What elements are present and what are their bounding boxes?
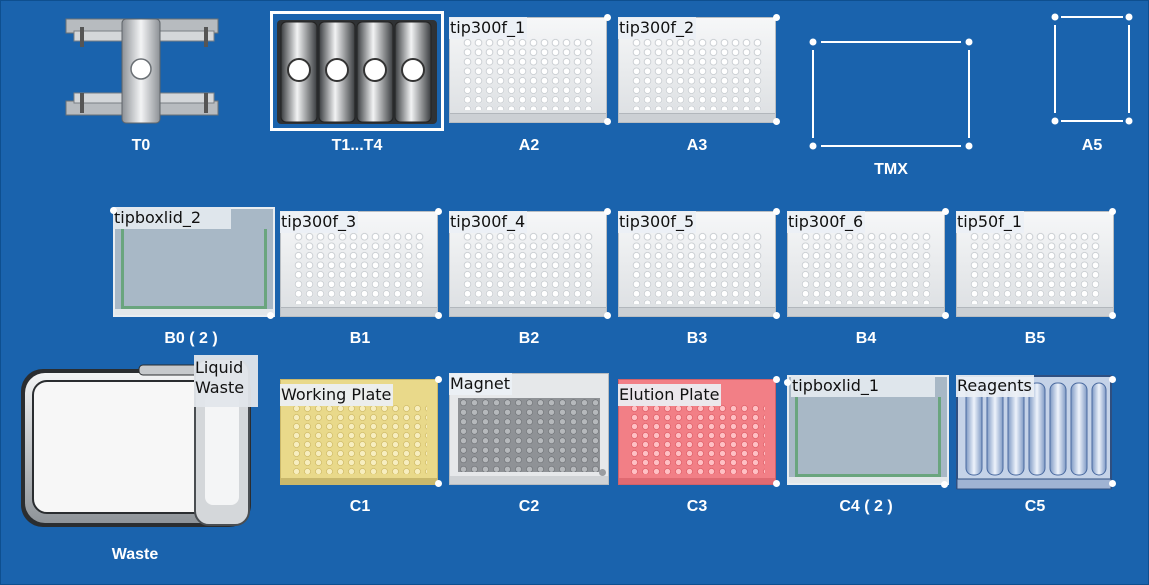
tube-rack-icon bbox=[277, 20, 437, 124]
slot-label-c1: C1 bbox=[349, 498, 371, 515]
empty-slot-outline bbox=[809, 38, 973, 150]
handle-a3-br[interactable] bbox=[773, 118, 780, 125]
handle-b1-tr[interactable] bbox=[435, 208, 442, 215]
labware-name-b2: tip300f_4 bbox=[449, 211, 528, 233]
slot-label-waste: Waste bbox=[111, 546, 159, 563]
tipbox-lid bbox=[113, 207, 275, 317]
handle-c1-tr[interactable] bbox=[435, 376, 442, 383]
slot-t1-t4[interactable] bbox=[270, 11, 444, 131]
tube-holder-icon bbox=[65, 18, 219, 124]
slot-label-c4: C4 ( 2 ) bbox=[839, 498, 893, 515]
slot-label-c5: C5 bbox=[1024, 498, 1046, 515]
slot-label-tmx: TMX bbox=[874, 161, 908, 178]
slot-label-t1-t4: T1...T4 bbox=[331, 137, 383, 154]
slot-c3[interactable]: Elution Plate bbox=[618, 379, 776, 485]
labware-name-c1: Working Plate bbox=[280, 384, 394, 406]
handle-b3-tr[interactable] bbox=[773, 208, 780, 215]
labware-name-c2: Magnet bbox=[449, 373, 513, 395]
slot-b5[interactable]: tip50f_1 bbox=[956, 211, 1114, 317]
slot-label-t0: T0 bbox=[131, 137, 151, 154]
slot-a3[interactable]: tip300f_2 bbox=[618, 17, 776, 123]
handle-b5-tr[interactable] bbox=[1109, 208, 1116, 215]
slot-label-a3: A3 bbox=[686, 137, 708, 154]
handle-a2-br[interactable] bbox=[604, 118, 611, 125]
slot-c5[interactable]: Reagents bbox=[956, 375, 1114, 491]
slot-label-c2: C2 bbox=[518, 498, 540, 515]
slot-a2[interactable]: tip300f_1 bbox=[449, 17, 607, 123]
handle-b4-br[interactable] bbox=[942, 312, 949, 319]
slot-b4[interactable]: tip300f_6 bbox=[787, 211, 945, 317]
slot-label-b3: B3 bbox=[686, 330, 708, 347]
labware-name-b5: tip50f_1 bbox=[956, 211, 1025, 233]
slot-b0[interactable]: tipboxlid_2 bbox=[113, 207, 275, 317]
handle-a3-tr[interactable] bbox=[773, 14, 780, 21]
liquid-waste-line1: Liquid bbox=[195, 358, 244, 377]
slot-label-c3: C3 bbox=[686, 498, 708, 515]
handle-b3-br[interactable] bbox=[773, 312, 780, 319]
handle-c5-tr[interactable] bbox=[1109, 376, 1116, 383]
labware-name-b3: tip300f_5 bbox=[618, 211, 697, 233]
slot-b1[interactable]: tip300f_3 bbox=[280, 211, 438, 317]
slot-label-a5: A5 bbox=[1081, 137, 1103, 154]
handle-c4-tl[interactable] bbox=[784, 379, 791, 386]
handle-c3-br[interactable] bbox=[773, 480, 780, 487]
handle-b0-br[interactable] bbox=[267, 312, 274, 319]
labware-name-a2: tip300f_1 bbox=[449, 17, 528, 39]
slot-t0[interactable] bbox=[56, 15, 226, 127]
slot-label-b1: B1 bbox=[349, 330, 371, 347]
handle-b1-br[interactable] bbox=[435, 312, 442, 319]
labware-name-c5: Reagents bbox=[956, 375, 1034, 397]
slot-waste[interactable]: Liquid Waste bbox=[19, 353, 261, 531]
slot-tmx[interactable] bbox=[809, 38, 973, 150]
labware-name-a3: tip300f_2 bbox=[618, 17, 697, 39]
handle-b5-br[interactable] bbox=[1109, 312, 1116, 319]
slot-c1[interactable]: Working Plate bbox=[280, 379, 438, 485]
handle-c5-br[interactable] bbox=[1109, 480, 1116, 487]
labware-name-c3: Elution Plate bbox=[618, 384, 722, 406]
labware-name-b4: tip300f_6 bbox=[787, 211, 866, 233]
magnet-plate bbox=[449, 373, 609, 485]
handle-c3-tr[interactable] bbox=[773, 376, 780, 383]
slot-label-a2: A2 bbox=[518, 137, 540, 154]
handle-c2-br[interactable] bbox=[599, 469, 606, 476]
slot-label-b4: B4 bbox=[855, 330, 877, 347]
slot-b3[interactable]: tip300f_5 bbox=[618, 211, 776, 317]
liquid-waste-label: Liquid Waste bbox=[194, 355, 258, 407]
handle-b2-tr[interactable] bbox=[604, 208, 611, 215]
handle-a2-tr[interactable] bbox=[604, 14, 611, 21]
slot-a5[interactable] bbox=[1049, 13, 1135, 125]
handle-c4-br[interactable] bbox=[941, 481, 948, 488]
liquid-waste-line2: Waste bbox=[195, 378, 245, 397]
slot-label-b2: B2 bbox=[518, 330, 540, 347]
handle-c1-br[interactable] bbox=[435, 480, 442, 487]
slot-c2[interactable]: Magnet bbox=[449, 373, 609, 485]
handle-b2-br[interactable] bbox=[604, 312, 611, 319]
labware-name-b0: tipboxlid_2 bbox=[113, 207, 232, 229]
labware-name-c4: tipboxlid_1 bbox=[791, 375, 936, 397]
reagent-trough-icon bbox=[956, 375, 1112, 490]
handle-b0-tl[interactable] bbox=[110, 207, 117, 214]
empty-slot-outline bbox=[1051, 13, 1133, 125]
handle-b4-tr[interactable] bbox=[942, 208, 949, 215]
slot-label-b5: B5 bbox=[1024, 330, 1046, 347]
slot-label-b0: B0 ( 2 ) bbox=[164, 330, 218, 347]
slot-c4[interactable]: tipboxlid_1 bbox=[787, 375, 949, 485]
slot-b2[interactable]: tip300f_4 bbox=[449, 211, 607, 317]
labware-name-b1: tip300f_3 bbox=[280, 211, 359, 233]
